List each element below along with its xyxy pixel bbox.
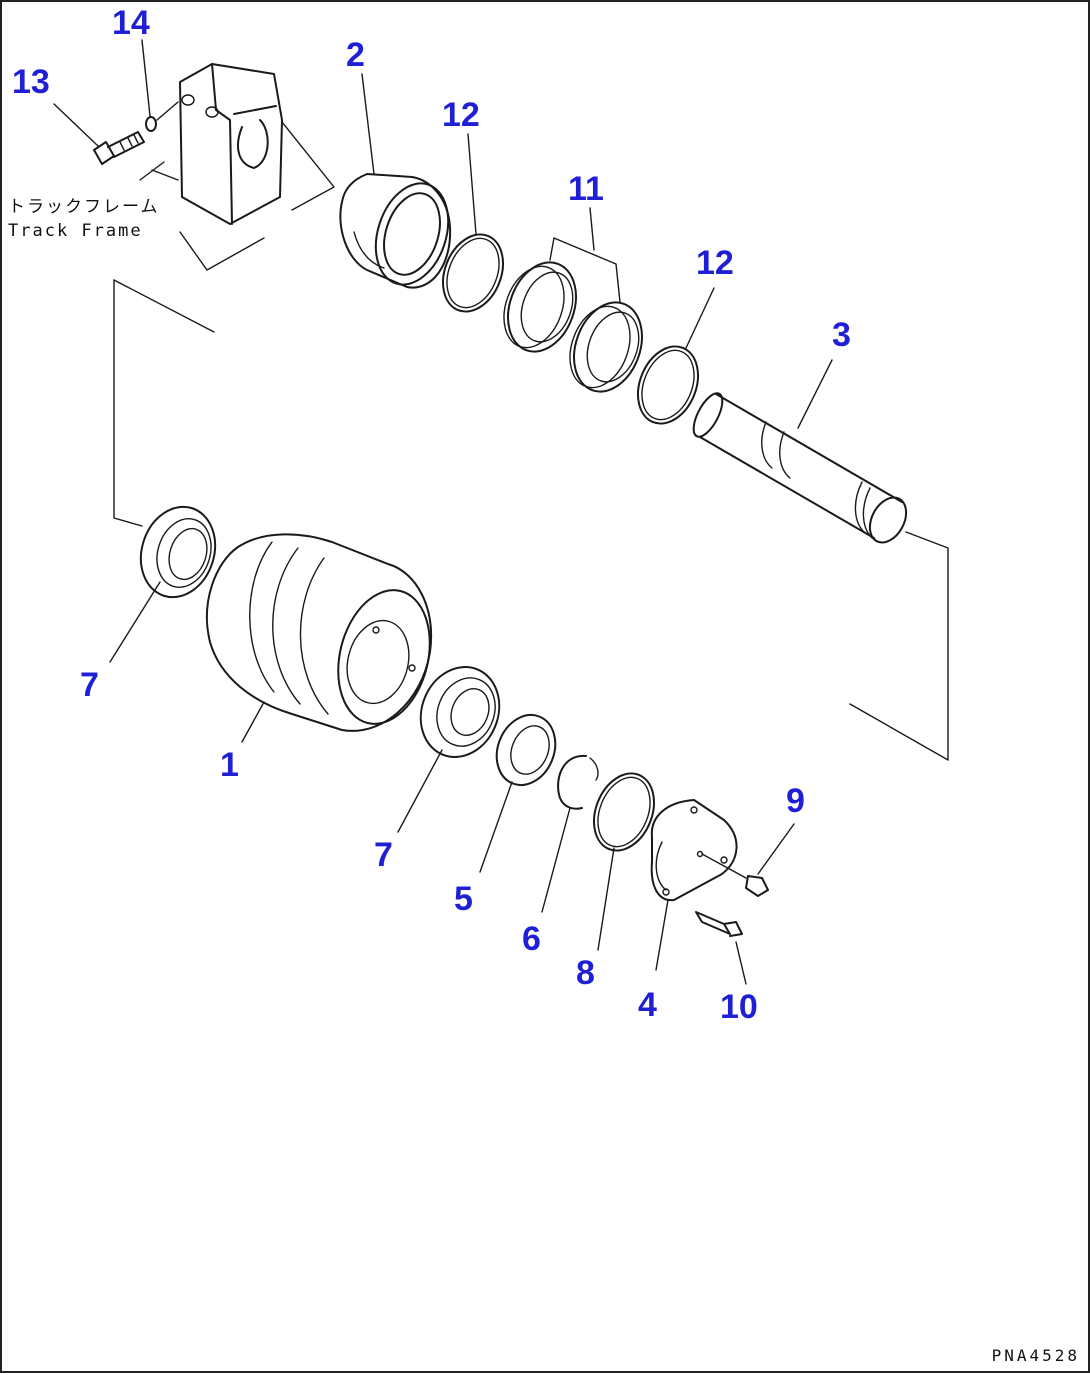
callout-12-lower: 12 <box>696 244 734 282</box>
snap-ring-6 <box>557 754 587 810</box>
callout-11: 11 <box>568 170 604 208</box>
assembly-lines <box>113 279 949 761</box>
callout-14: 14 <box>112 4 150 42</box>
callout-13: 13 <box>12 63 50 101</box>
callouts: 13 14 2 12 11 12 3 7 1 7 5 6 8 4 9 10 <box>12 4 851 1026</box>
callout-4: 4 <box>638 986 657 1024</box>
callout-6: 6 <box>522 920 541 958</box>
callout-8: 8 <box>576 954 595 992</box>
bearing-7-left <box>139 505 217 599</box>
bolt-10 <box>695 911 743 937</box>
track-frame-label-jp: トラックフレーム <box>8 197 160 217</box>
callout-7-left: 7 <box>80 666 99 704</box>
o-ring-12-upper <box>442 233 504 313</box>
leader-lines <box>53 39 833 985</box>
callout-5: 5 <box>454 880 473 918</box>
track-frame-bracket <box>139 63 335 271</box>
seal-5 <box>495 714 557 786</box>
callout-7-right: 7 <box>374 836 393 874</box>
track-frame-label-en: Track Frame <box>8 221 143 241</box>
cover-4 <box>650 799 738 902</box>
shaft-3 <box>692 392 908 544</box>
bearing-7-right <box>419 666 501 758</box>
callout-12-upper: 12 <box>442 96 480 134</box>
bolt-13 <box>93 131 145 165</box>
washer-line <box>156 101 179 121</box>
o-ring-8 <box>593 772 655 852</box>
callout-3: 3 <box>832 316 851 354</box>
drawing-code: PNA4528 <box>991 1346 1080 1365</box>
plug-9 <box>701 853 769 897</box>
o-ring-12-lower <box>637 345 699 425</box>
callout-10: 10 <box>720 988 758 1026</box>
roller-1 <box>206 533 433 732</box>
callout-1: 1 <box>220 746 239 784</box>
callout-2: 2 <box>346 36 365 74</box>
washer-14 <box>145 116 157 132</box>
floating-seal-11 <box>503 237 643 393</box>
collar-2 <box>339 173 452 289</box>
callout-9: 9 <box>786 782 805 820</box>
